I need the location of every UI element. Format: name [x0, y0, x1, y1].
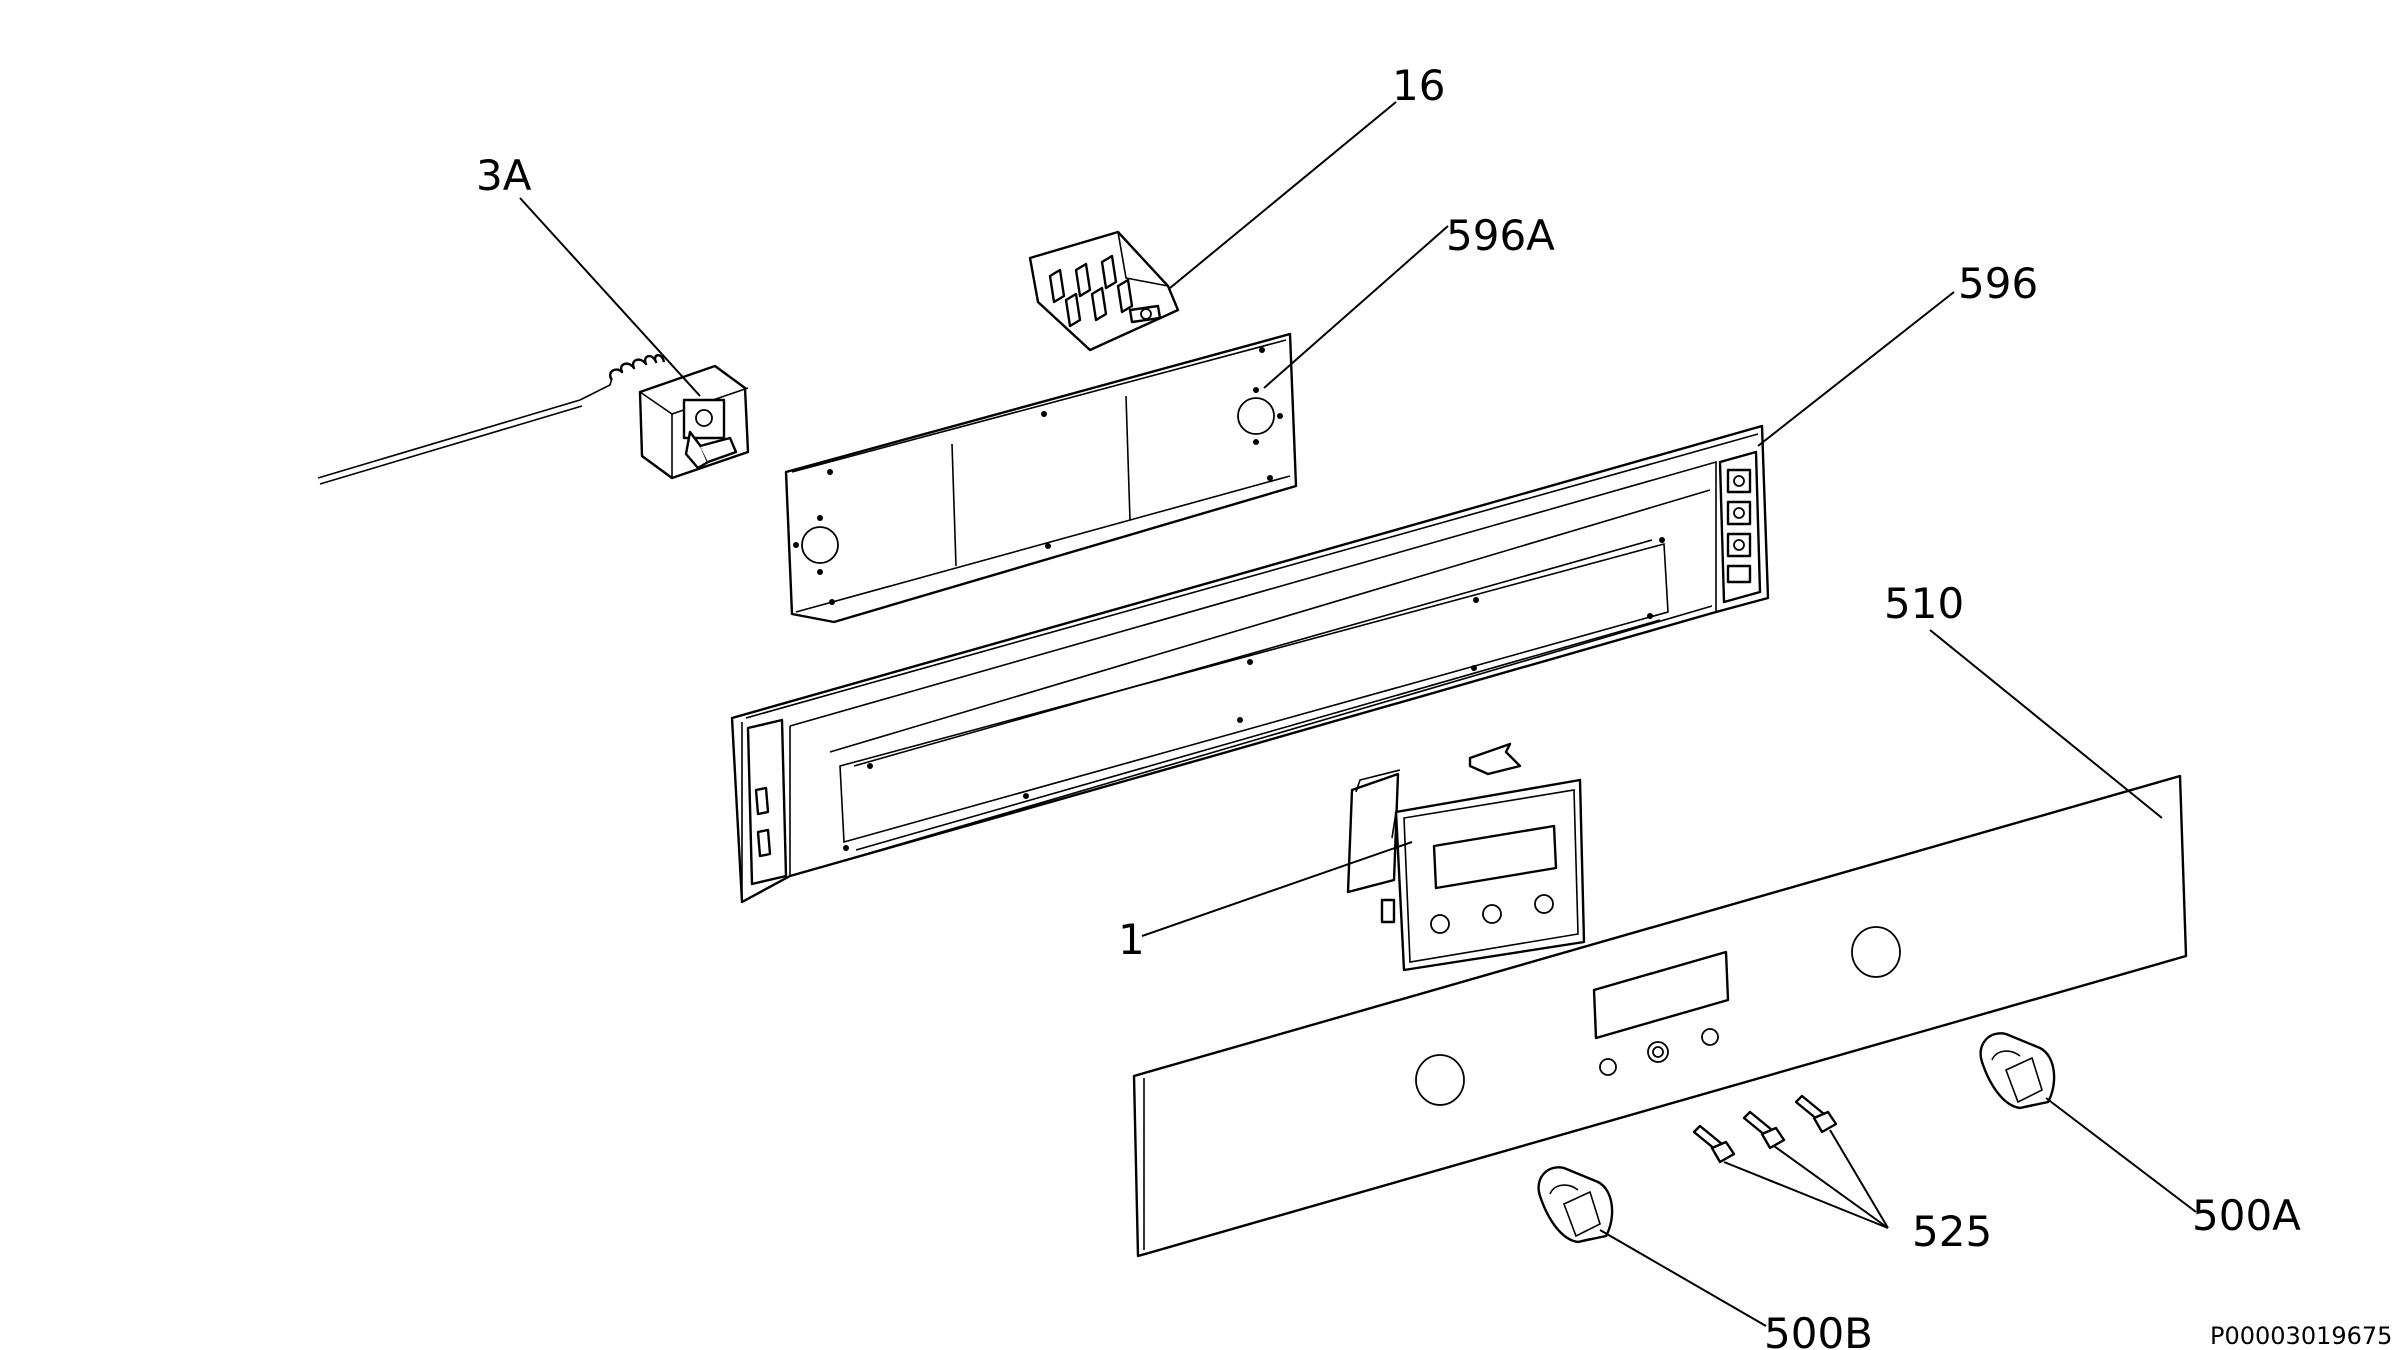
mounting-bracket-part	[784, 332, 1298, 624]
panel-frame-part	[730, 424, 1770, 904]
callout-510: 510	[1884, 579, 1964, 628]
timer-module-part	[1346, 742, 1586, 972]
callout-596: 596	[1958, 259, 2038, 308]
callout-525: 525	[1912, 1207, 1992, 1256]
document-id: P00003019675	[2210, 1322, 2392, 1350]
knob-right-part	[1979, 1032, 2056, 1110]
selector-switch-part	[1028, 230, 1180, 352]
push-rods-part	[1692, 1094, 1838, 1164]
callout-500a: 500A	[2192, 1191, 2301, 1240]
thermostat-part	[317, 354, 750, 485]
callout-1: 1	[1118, 915, 1145, 964]
knob-left-part	[1537, 1166, 1614, 1244]
callout-500b: 500B	[1764, 1309, 1873, 1350]
leader-lines	[519, 101, 2197, 1327]
callout-16: 16	[1392, 61, 1445, 110]
callout-3a: 3A	[476, 151, 532, 200]
control-panel-part	[1132, 774, 2188, 1258]
callout-596a: 596A	[1446, 211, 1555, 260]
